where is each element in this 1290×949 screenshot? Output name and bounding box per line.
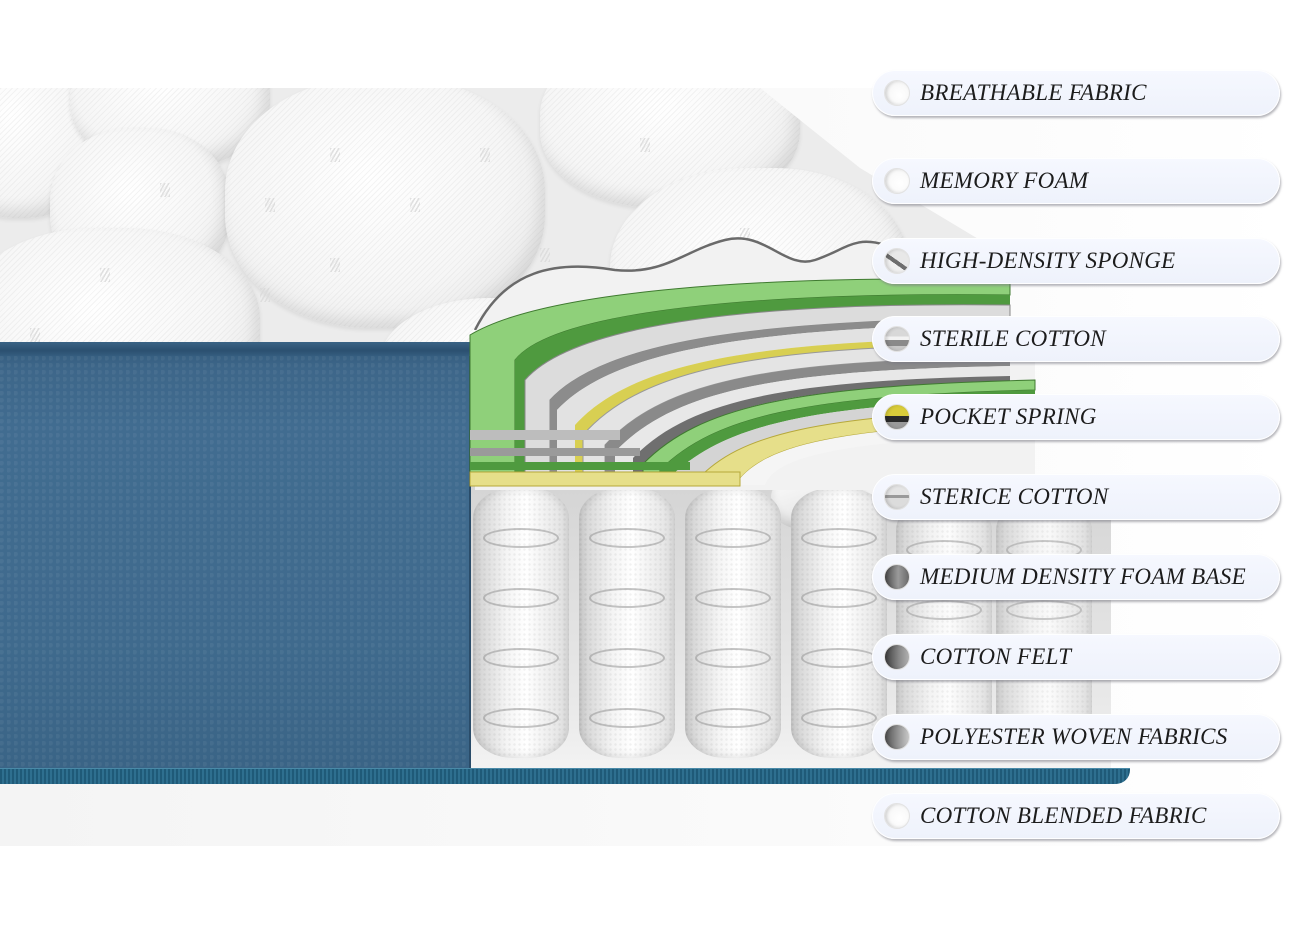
pocket-spring	[996, 500, 1092, 750]
pocket-spring	[579, 488, 675, 758]
label-text: COTTON BLENDED FABRIC	[920, 803, 1207, 828]
label-sterice-cotton[interactable]: STERICE COTTON	[872, 474, 1280, 520]
polyester-fabric-swatch-icon	[884, 724, 910, 750]
label-breathable-fabric[interactable]: BREATHABLE FABRIC	[872, 70, 1280, 116]
label-text: COTTON FELT	[920, 644, 1072, 669]
label-text: STERILE COTTON	[920, 326, 1106, 351]
mattress-base-trim	[0, 768, 1130, 784]
pocket-spring-swatch-icon	[884, 404, 910, 430]
label-medium-density-foam-base[interactable]: MEDIUM DENSITY FOAM BASE	[872, 554, 1280, 600]
pocket-spring	[896, 500, 992, 750]
quilt-pattern	[330, 258, 340, 272]
quilt-pattern	[410, 198, 420, 212]
label-memory-foam[interactable]: MEMORY FOAM	[872, 158, 1280, 204]
sterice-cotton-swatch-icon	[884, 484, 910, 510]
label-sterile-cotton[interactable]: STERILE COTTON	[872, 316, 1280, 362]
label-text: MEMORY FOAM	[920, 168, 1089, 193]
label-pocket-spring[interactable]: POCKET SPRING	[872, 394, 1280, 440]
pocket-spring	[791, 488, 887, 758]
sterile-cotton-swatch-icon	[884, 326, 910, 352]
high-density-sponge-swatch-icon	[884, 248, 910, 274]
quilt-pattern	[265, 198, 275, 212]
breathable-fabric-swatch-icon	[884, 80, 910, 106]
quilt-pattern	[540, 248, 550, 262]
pocket-spring	[685, 488, 781, 758]
quilt-pattern	[480, 148, 490, 162]
cotton-blended-swatch-icon	[884, 803, 910, 829]
quilt-pattern	[260, 288, 270, 302]
label-text: STERICE COTTON	[920, 484, 1109, 509]
quilt-panel	[225, 88, 545, 328]
pocket-spring	[473, 488, 569, 758]
label-text: POCKET SPRING	[920, 404, 1097, 429]
label-text: MEDIUM DENSITY FOAM BASE	[920, 564, 1246, 589]
label-text: POLYESTER WOVEN FABRICS	[920, 724, 1228, 749]
label-text: BREATHABLE FABRIC	[920, 80, 1147, 105]
label-polyester-woven-fabrics[interactable]: POLYESTER WOVEN FABRICS	[872, 714, 1280, 760]
label-cotton-felt[interactable]: COTTON FELT	[872, 634, 1280, 680]
foam-base-swatch-icon	[884, 564, 910, 590]
memory-foam-swatch-icon	[884, 168, 910, 194]
label-cotton-blended-fabric[interactable]: COTTON BLENDED FABRIC	[872, 793, 1280, 839]
pocket-spring-layer	[471, 480, 1111, 770]
quilt-pattern	[740, 228, 750, 242]
side-panel-seam	[0, 342, 471, 356]
label-text: HIGH-DENSITY SPONGE	[920, 248, 1176, 273]
label-high-density-sponge[interactable]: HIGH-DENSITY SPONGE	[872, 238, 1280, 284]
mattress-side-panel	[0, 342, 471, 770]
quilt-pattern	[330, 148, 340, 162]
quilt-pattern	[100, 268, 110, 282]
cotton-felt-swatch-icon	[884, 644, 910, 670]
quilt-pattern	[30, 328, 40, 342]
quilt-pattern	[160, 183, 170, 197]
quilt-pattern	[640, 138, 650, 152]
